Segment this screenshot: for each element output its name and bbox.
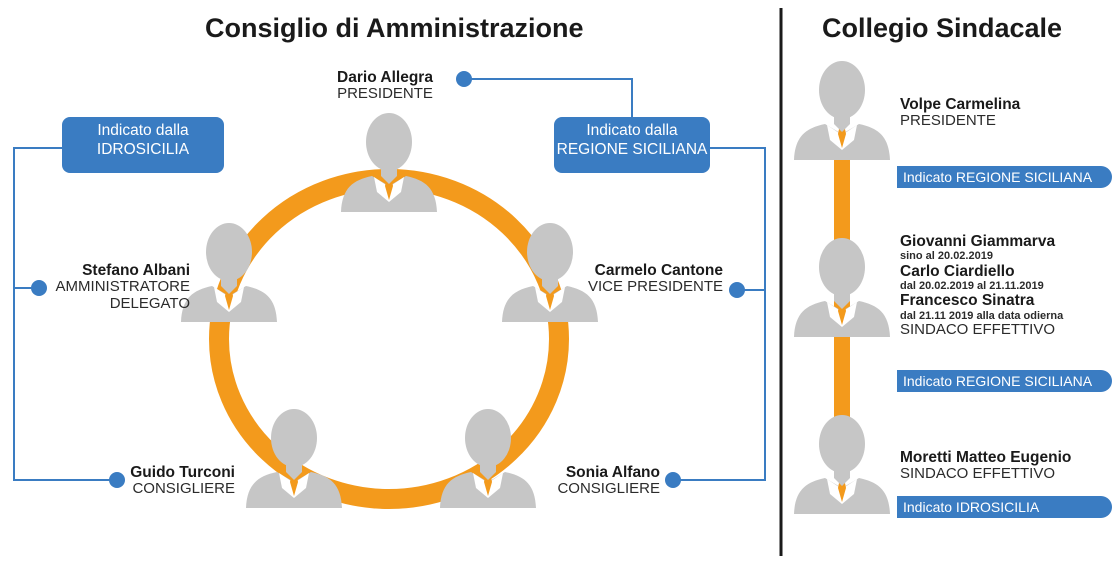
auditor-name: Moretti Matteo Eugenio [900,449,1072,466]
member-guido-turconi: Guido Turconi CONSIGLIERE [110,464,235,498]
connector-idrosicilia [13,147,114,481]
indicated-idrosicilia-box: Indicato dalla IDROSICILIA [62,117,224,173]
member-name: Dario Allegra [337,69,433,86]
member-name: Sonia Alfano [565,464,660,481]
auditor-sindaco-effettivo-group: Giovanni Giammarva sino al 20.02.2019 Ca… [900,233,1063,339]
person-icon-moretti [794,415,890,514]
connector-regione [676,147,766,481]
indicated-regione-box: Indicato dalla REGIONE SICILIANA [554,117,710,173]
member-name: Stefano Albani [82,262,190,279]
member-name: Carmelo Cantone [594,262,723,279]
member-role-line1: AMMINISTRATORE [55,278,190,296]
auditor-period: dal 21.11 2019 alla data odierna [900,309,1064,322]
member-role: VICE PRESIDENTE [587,278,723,296]
indicated-pill: Indicato IDROSICILIA [897,496,1112,518]
indicated-pill: Indicato REGIONE SICILIANA [897,166,1112,188]
auditor-role: SINDACO EFFETTIVO [900,321,1056,339]
indicated-idrosicilia-line2: IDROSICILIA [96,140,190,158]
indicated-pill: Indicato REGIONE SICILIANA [897,370,1112,392]
connector-president [460,78,633,118]
connector-dot [665,472,681,488]
person-icon-sindaco-effettivo-1 [794,238,890,337]
member-dario-allegra: Dario Allegra PRESIDENTE [320,69,450,103]
indicated-idrosicilia-line1: Indicato dalla [97,122,189,139]
person-icon-guido-turconi [246,409,342,508]
auditor-moretti: Moretti Matteo Eugenio SINDACO EFFETTIVO [900,449,1071,483]
indicated-regione-line1: Indicato dalla [586,122,678,139]
auditors-title: Collegio Sindacale [822,13,1063,43]
member-name: Guido Turconi [130,464,235,481]
indicated-regione-line2: REGIONE SICILIANA [556,140,708,158]
auditor-period: sino al 20.02.2019 [900,250,993,263]
auditor-period: dal 20.02.2019 al 21.11.2019 [900,280,1044,293]
connector-dot [109,472,125,488]
member-role: CONSIGLIERE [132,480,235,498]
member-stefano-albani: Stefano Albani AMMINISTRATORE DELEGATO [40,262,190,313]
auditor-role: SINDACO EFFETTIVO [900,465,1056,483]
auditor-volpe-carmelina: Volpe Carmelina PRESIDENTE [900,96,1020,130]
connector-dot [456,71,472,87]
member-sonia-alfano: Sonia Alfano CONSIGLIERE [530,464,660,498]
board-title: Consiglio di Amministrazione [205,13,584,43]
auditor-name: Carlo Ciardiello [900,262,1015,280]
auditor-name: Giovanni Giammarva [900,233,1056,250]
auditor-name: Volpe Carmelina [900,96,1021,113]
auditor-role: PRESIDENTE [900,112,996,130]
member-role: PRESIDENTE [337,85,433,103]
member-role: CONSIGLIERE [557,480,660,498]
person-icon-volpe-carmelina [794,61,890,160]
auditor-name: Francesco Sinatra [900,292,1035,310]
person-icon-dario-allegra [341,113,437,212]
member-role-line2: DELEGATO [109,295,190,313]
connector-dot [31,280,47,296]
member-carmelo-cantone: Carmelo Cantone VICE PRESIDENTE [560,262,723,296]
connector-dot [729,282,745,298]
